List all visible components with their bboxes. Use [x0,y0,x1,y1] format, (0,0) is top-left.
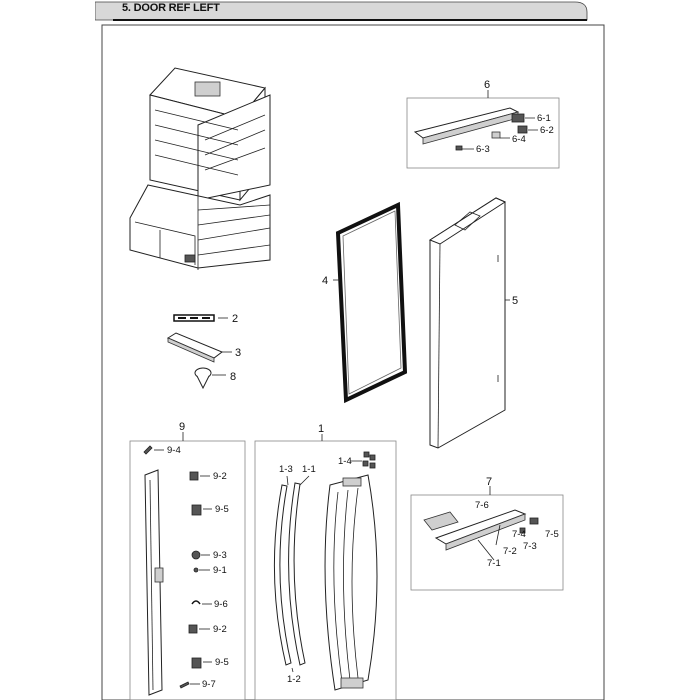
part-2: 2 [173,313,238,325]
callout-7-4: 7-4 [512,529,526,540]
callout-1-2: 1-2 [287,674,301,685]
section-header-band [95,1,588,21]
callout-7-2: 7-2 [503,546,517,557]
callout-8: 8 [230,371,236,383]
callout-9-3: 9-3 [213,550,227,561]
callout-4: 4 [322,275,328,287]
callout-9: 9 [179,421,185,433]
callout-9-4: 9-4 [167,445,181,456]
callout-9-5-top: 9-5 [215,504,229,515]
callout-2: 2 [232,313,238,325]
callout-1-4: 1-4 [338,456,352,467]
refrigerator-cabinet-illustration [129,67,271,270]
callout-7-1: 7-1 [487,558,501,569]
callout-3: 3 [235,347,241,359]
part-8: 8 [194,367,236,390]
callout-7-5: 7-5 [545,529,559,540]
callout-9-7: 9-7 [202,679,216,690]
part-6-group: 6 6-1 6-2 6-4 6-3 [406,79,560,169]
part-3: 3 [166,332,241,363]
callout-6-2: 6-2 [540,125,554,136]
callout-1-1: 1-1 [302,464,316,475]
part-9-group: 9 9-4 9-2 9-5 9-3 9-1 9-6 9-2 9-5 9-7 [129,421,246,700]
callout-6: 6 [484,79,490,91]
part-7-group: 7 7-6 7-4 7-5 7-3 7-2 7-1 [410,476,564,591]
part-4-door-gasket: 4 [322,201,408,404]
callout-9-2-top: 9-2 [213,471,227,482]
callout-6-3: 6-3 [476,144,490,155]
callout-1: 1 [318,423,324,435]
callout-7-6: 7-6 [475,500,489,511]
page-frame [101,24,605,700]
callout-7: 7 [486,476,492,488]
callout-1-3: 1-3 [279,464,293,475]
callout-5: 5 [512,295,518,307]
callout-9-1: 9-1 [213,565,227,576]
callout-9-5-bottom: 9-5 [215,657,229,668]
part-5-door: 5 [428,197,518,449]
callout-6-4: 6-4 [512,134,526,145]
callout-9-6: 9-6 [214,599,228,610]
callout-6-1: 6-1 [537,113,551,124]
section-title: 5. DOOR REF LEFT [122,2,220,14]
callout-9-2-bottom: 9-2 [213,624,227,635]
callout-7-3: 7-3 [523,541,537,552]
part-1-group: 1 1-3 1-1 1-4 1-2 [254,423,397,700]
